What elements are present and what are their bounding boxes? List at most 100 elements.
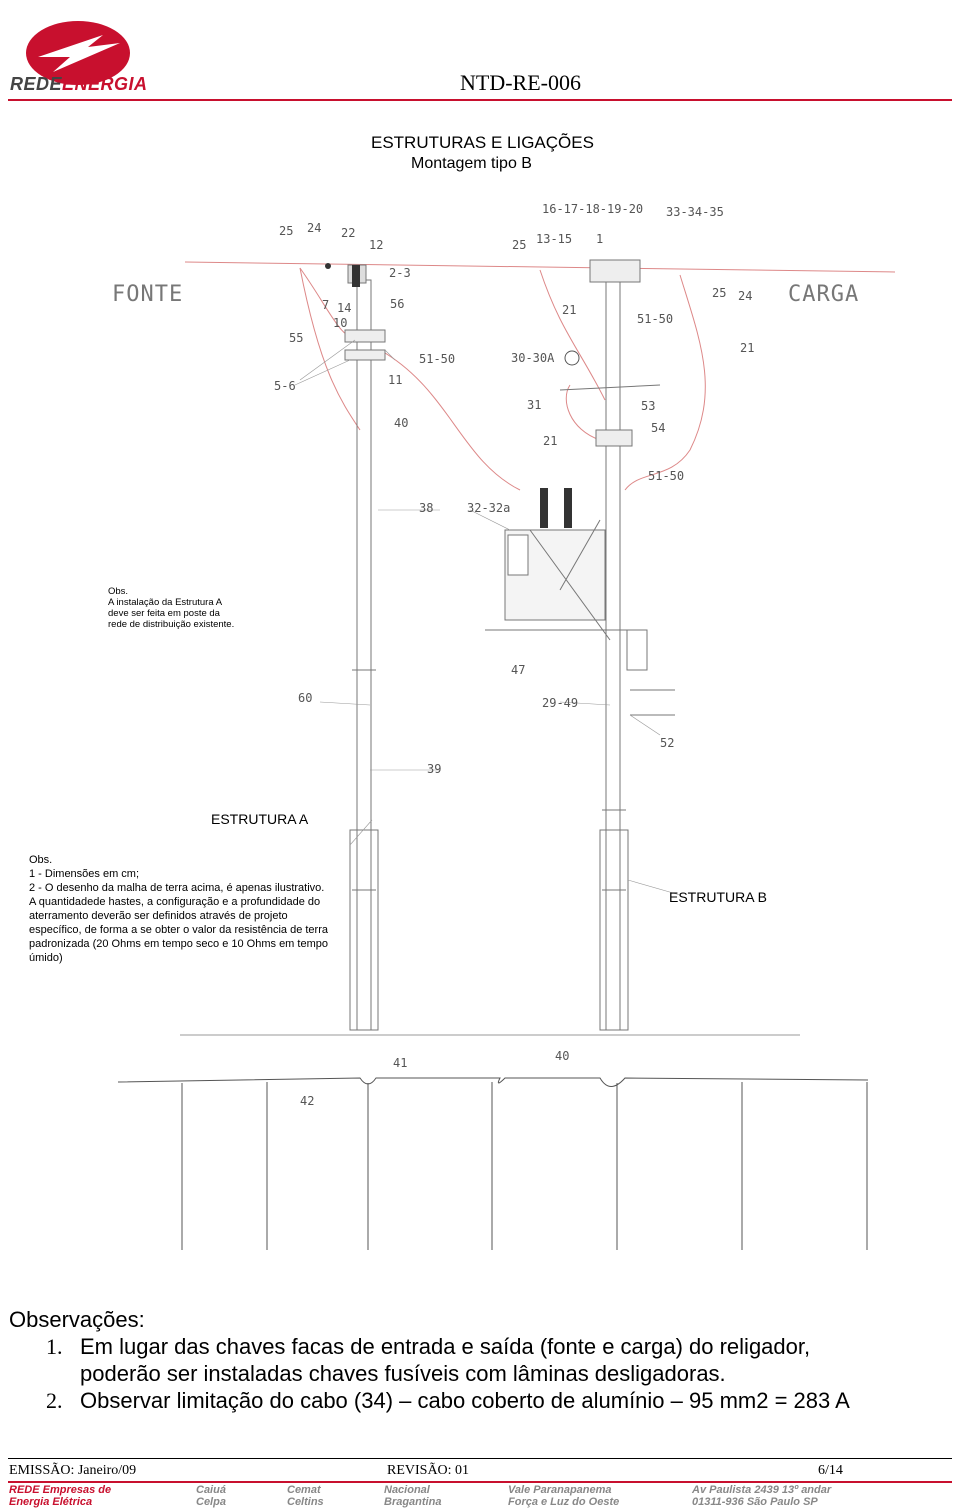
leader-lines <box>294 339 681 896</box>
drawing-note: Obs. A instalação da Estrutura A deve se… <box>108 586 248 630</box>
structure-a-label: ESTRUTURA A <box>211 811 309 827</box>
footer-address: Av Paulista 2439 13º andar 01311-936 São… <box>692 1484 831 1508</box>
part-label: 38 <box>419 501 433 515</box>
footer-company-line: Força e Luz do Oeste <box>508 1496 620 1508</box>
note-line: padronizada (20 Ohms em tempo seco e 10 … <box>29 938 328 950</box>
part-label: 24 <box>307 221 321 235</box>
emission-date: EMISSÃO: Janeiro/09 <box>9 1463 137 1478</box>
note-line: aterramento deverão ser definidos atravé… <box>29 910 288 922</box>
note-line: Obs. <box>29 854 53 866</box>
footer-address-line: 01311-936 São Paulo SP <box>692 1496 818 1508</box>
part-label: 30-30A <box>511 351 555 365</box>
document-code: NTD-RE-006 <box>460 70 581 95</box>
footer-company: Nacional Bragantina <box>384 1484 441 1508</box>
part-label: 7 <box>322 298 329 312</box>
footer-company: Vale Paranapanema Força e Luz do Oeste <box>508 1484 619 1508</box>
footer-address-line: Av Paulista 2439 13º andar <box>692 1484 832 1496</box>
part-label: 33-34-35 <box>666 205 724 219</box>
part-label: 51-50 <box>419 352 455 366</box>
part-label: 54 <box>651 421 665 435</box>
note-line: A quantidadede hastes, a configuração e … <box>29 896 321 908</box>
part-label: 22 <box>341 226 355 240</box>
part-label: 10 <box>333 316 347 330</box>
part-label: 2-3 <box>389 266 411 280</box>
part-label: 21 <box>543 434 557 448</box>
part-label: 60 <box>298 691 312 705</box>
part-label: 51-50 <box>637 312 673 326</box>
footer-company-line: Caiuá <box>196 1484 226 1496</box>
pole-b <box>485 259 675 1031</box>
cables <box>184 261 896 491</box>
part-label: 53 <box>641 399 655 413</box>
observation-number: 1. <box>46 1334 63 1359</box>
observation-line: Observar limitação do cabo (34) – cabo c… <box>80 1388 850 1413</box>
load-label: CARGA <box>788 282 859 307</box>
page-title: ESTRUTURAS E LIGAÇÕES <box>371 133 594 152</box>
header-divider <box>8 99 952 101</box>
part-label: 51-50 <box>648 469 684 483</box>
footer-company-line: Energia Elétrica <box>9 1496 93 1508</box>
part-label: 29-49 <box>542 696 578 710</box>
part-label: 56 <box>390 297 404 311</box>
drawing-note-line: Obs. <box>108 586 129 597</box>
logo-text-rede: REDE <box>10 74 63 94</box>
part-label: 40 <box>555 1049 569 1063</box>
page-subtitle: Montagem tipo B <box>411 155 532 172</box>
observation-line: Em lugar das chaves facas de entrada e s… <box>80 1334 811 1359</box>
part-label: 25 <box>279 224 293 238</box>
ground-grid <box>117 1034 869 1250</box>
structure-b-label: ESTRUTURA B <box>669 889 768 905</box>
part-label: 12 <box>369 238 383 252</box>
part-label: 25 <box>712 286 726 300</box>
footer-company-line: REDE Empresas de <box>9 1484 112 1496</box>
part-label: 13-15 <box>536 232 572 246</box>
part-label: 11 <box>388 373 402 387</box>
part-label: 16-17-18-19-20 <box>542 202 643 216</box>
part-label: 52 <box>660 736 674 750</box>
part-label: 24 <box>738 289 752 303</box>
note-line: úmido) <box>29 952 63 964</box>
observation-line: poderão ser instaladas chaves fusíveis c… <box>80 1361 726 1386</box>
part-label: 21 <box>562 303 576 317</box>
note-line: específico, de forma a se obter o valor … <box>29 924 328 936</box>
footer-company-line: Celtins <box>287 1496 324 1508</box>
drawing-note-line: A instalação da Estrutura A <box>108 597 223 608</box>
footer-company-line: Celpa <box>196 1496 226 1508</box>
note-line: 1 - Dimensões em cm; <box>29 868 140 880</box>
drawing-note-line: deve ser feita em poste da <box>108 608 220 619</box>
footer-company-line: Vale Paranapanema <box>508 1484 612 1496</box>
part-label: 31 <box>527 398 541 412</box>
footer-company-line: Nacional <box>384 1484 430 1496</box>
structure-drawing: 25 24 22 12 2-3 7 14 10 56 55 51-50 5-6 … <box>112 202 896 1250</box>
page-number: 6/14 <box>818 1463 843 1478</box>
source-label: FONTE <box>112 282 183 307</box>
insulators <box>325 263 580 528</box>
logo-text-energia: ENERGIA <box>62 74 148 94</box>
part-label: 1 <box>596 232 603 246</box>
revision: REVISÃO: 01 <box>387 1463 470 1478</box>
part-label: 41 <box>393 1056 407 1070</box>
part-label: 42 <box>300 1094 314 1108</box>
part-label: 40 <box>394 416 408 430</box>
part-label: 14 <box>337 301 351 315</box>
footer-company-line: Cemat <box>287 1484 321 1496</box>
part-label: 47 <box>511 663 525 677</box>
footer-accent-bar <box>8 1481 952 1483</box>
rede-energia-logo <box>26 21 130 85</box>
footer-divider <box>8 1458 952 1459</box>
observations-title: Observações: <box>9 1307 145 1332</box>
part-label: 32-32a <box>467 501 510 515</box>
note-line: 2 - O desenho da malha de terra acima, é… <box>29 882 325 894</box>
part-label: 25 <box>512 238 526 252</box>
pole-a <box>344 264 386 1031</box>
part-label: 5-6 <box>274 379 296 393</box>
observation-number: 2. <box>46 1388 63 1413</box>
part-label: 21 <box>740 341 754 355</box>
part-label: 55 <box>289 331 303 345</box>
footer-company: Caiuá Celpa <box>196 1484 226 1508</box>
notes-block: Obs. 1 - Dimensões em cm; 2 - O desenho … <box>29 853 349 965</box>
footer-company: Cemat Celtins <box>287 1484 324 1508</box>
footer-company-line: Bragantina <box>384 1496 442 1508</box>
part-label: 39 <box>427 762 441 776</box>
drawing-note-line: rede de distribuição existente. <box>108 619 235 630</box>
